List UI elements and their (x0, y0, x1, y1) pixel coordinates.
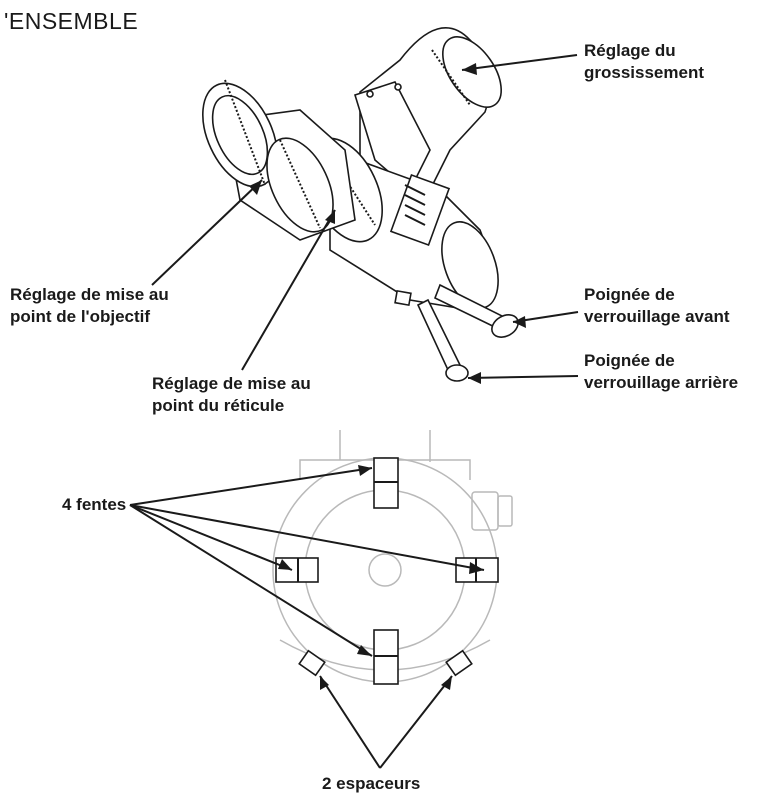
bottom-leader-lines (129, 467, 485, 769)
label-reticle-focus: Réglage de mise au point du réticule (152, 374, 311, 415)
section-heading: 'ENSEMBLE (4, 8, 139, 34)
slot-detail (297, 481, 477, 657)
lock-handles (394, 283, 519, 382)
top-leader-lines (151, 54, 579, 379)
label-slots: 4 fentes (62, 495, 127, 514)
label-objective-focus: Réglage de mise au point de l'objectif (10, 285, 169, 326)
label-magnification: Réglage du grossissement (584, 41, 704, 82)
objective-barrel (202, 79, 356, 241)
spacer-marks (298, 649, 473, 677)
label-spacers: 2 espaceurs (322, 774, 421, 793)
label-front-lock: Poignée de verrouillage avant (584, 285, 730, 326)
label-rear-lock: Poignée de verrouillage arrière (584, 351, 739, 392)
bottom-arrowheads (278, 465, 484, 690)
top-arrowheads (249, 63, 526, 384)
